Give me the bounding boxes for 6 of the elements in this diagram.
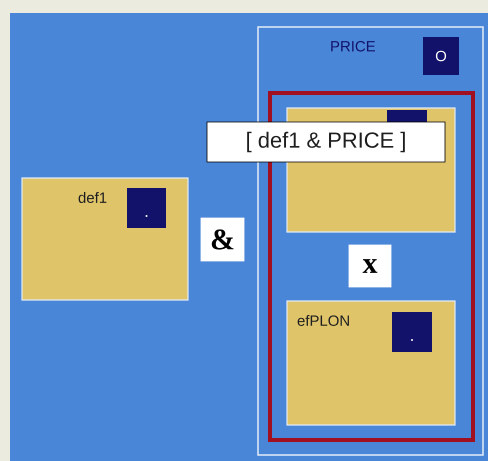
operator-box: &: [200, 218, 244, 262]
tooltip: [ def1 & PRICE ]: [206, 122, 446, 162]
code-box: def1: [21, 177, 189, 301]
code-box: efPLON: [286, 300, 456, 426]
operator-box: x: [348, 244, 392, 288]
toggle-button: O: [423, 37, 459, 75]
